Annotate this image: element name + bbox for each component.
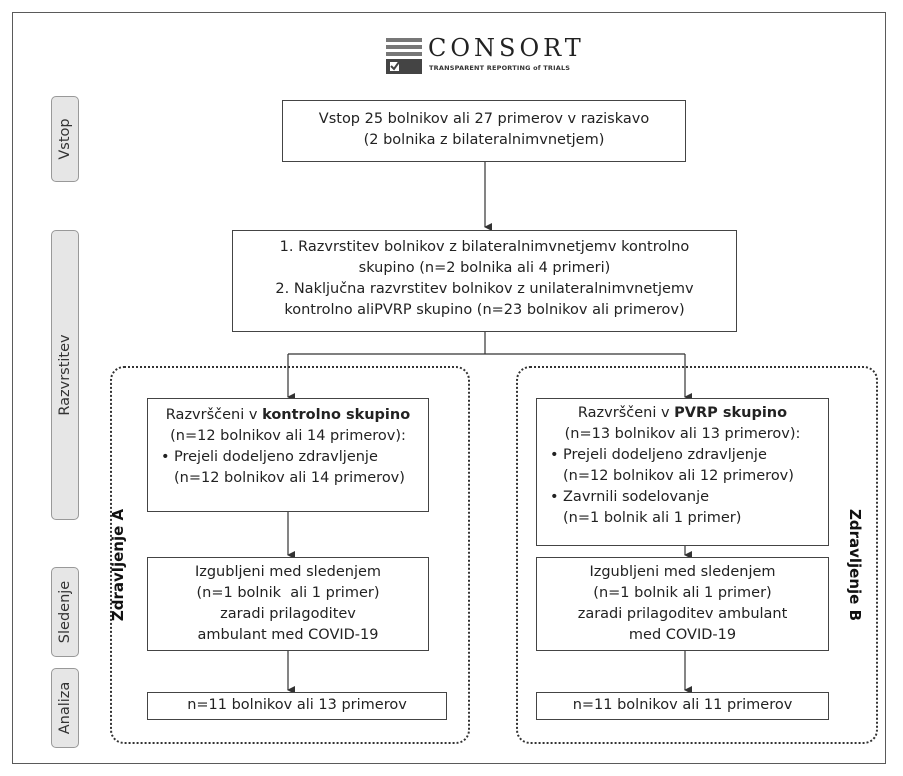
group-b-allocated-count: (n=13 bolnikov ali 13 primerov): (564, 426, 801, 442)
group-b-stopped: Zavrnili sodelovanje (563, 489, 710, 505)
entry-line-1: Vstop 25 bolnikov ali 27 primerov v razi… (318, 111, 650, 127)
consort-mark-icon (386, 38, 422, 74)
group-b-stopped-count: (n=1 bolnik ali 1 primer) (563, 510, 742, 526)
stage-vstop: Vstop (51, 96, 79, 182)
allocation-box: 1. Razvrstitev bolnikov z bilateralnimvn… (232, 230, 737, 332)
group-b-analysis-box: n=11 bolnikov ali 11 primerov (536, 692, 829, 720)
group-b-allocated-list: Prejeli dodeljeno zdravljenje (n=12 boln… (545, 445, 820, 529)
group-a-lost-box: Izgubljeni med sledenjem (n=1 bolnik ali… (147, 557, 429, 651)
group-a-analysis-box: n=11 bolnikov ali 13 primerov (147, 692, 447, 720)
group-a-received: Prejeli dodeljeno zdravljenje (174, 449, 378, 465)
group-a-analysis: n=11 bolnikov ali 13 primerov (187, 697, 407, 713)
group-a-allocated-list: Prejeli dodeljeno zdravljenje (n=12 boln… (156, 447, 420, 489)
group-a-container (110, 366, 470, 744)
group-a-allocated-count: (n=12 bolnikov ali 14 primerov): (170, 428, 406, 444)
group-a-allocated-heading: Razvrščeni v kontrolno skupino (165, 407, 411, 423)
consort-logo-name: CONSORT (428, 34, 585, 62)
consort-logo: CONSORT TRANSPARENT REPORTING of TRIALS (386, 34, 586, 80)
group-b-received-count: (n=12 bolnikov ali 12 primerov) (563, 468, 794, 484)
list-item: Prejeli dodeljeno zdravljenje (n=12 boln… (161, 447, 420, 489)
stage-razvrstitev: Razvrstitev (51, 230, 79, 520)
group-a-lost-title: Izgubljeni med sledenjem (194, 564, 382, 580)
group-b-lost-box: Izgubljeni med sledenjem (n=1 bolnik ali… (536, 557, 829, 651)
allocation-line-4: kontrolno aliPVRP skupino (n=23 bolnikov… (284, 302, 685, 318)
entry-line-2: (2 bolnika z bilateralnimvnetjem) (363, 132, 605, 148)
stage-analiza: Analiza (51, 668, 79, 748)
allocation-line-3: 2. Naključna razvrstitev bolnikov z unil… (275, 281, 694, 297)
group-a-lost-reason-2: ambulant med COVID-19 (197, 627, 379, 643)
group-a-received-count: (n=12 bolnikov ali 14 primerov) (174, 470, 405, 486)
group-b-container (516, 366, 878, 744)
group-b-received: Prejeli dodeljeno zdravljenje (563, 447, 767, 463)
group-b-analysis: n=11 bolnikov ali 11 primerov (572, 697, 793, 713)
group-b-lost-reason-2: med COVID-19 (628, 627, 737, 643)
group-b-allocated-box: Razvrščeni v PVRP skupino (n=13 bolnikov… (536, 398, 829, 546)
allocation-line-1: 1. Razvrstitev bolnikov z bilateralnimvn… (279, 239, 690, 255)
diagram-frame (12, 12, 886, 764)
group-b-lost-title: Izgubljeni med sledenjem (589, 564, 776, 580)
list-item: Zavrnili sodelovanje (n=1 bolnik ali 1 p… (550, 487, 820, 529)
consort-logo-tagline: TRANSPARENT REPORTING of TRIALS (429, 64, 571, 72)
group-a-lost-reason-1: zaradi prilagoditev (220, 606, 356, 622)
stage-sledenje: Sledenje (51, 567, 79, 657)
group-b-lost-reason-1: zaradi prilagoditev ambulant (577, 606, 788, 622)
list-item: Prejeli dodeljeno zdravljenje (n=12 boln… (550, 445, 820, 487)
group-a-name: kontrolno skupino (262, 407, 411, 423)
group-b-name: PVRP skupino (674, 405, 788, 421)
entry-box: Vstop 25 bolnikov ali 27 primerov v razi… (282, 100, 686, 162)
group-b-lost-count: (n=1 bolnik ali 1 primer) (593, 585, 772, 601)
group-a-lost-count: (n=1 bolnik ali 1 primer) (196, 585, 380, 601)
group-b-allocated-heading: Razvrščeni v PVRP skupino (577, 405, 788, 421)
group-a-allocated-box: Razvrščeni v kontrolno skupino (n=12 bol… (147, 398, 429, 512)
allocation-line-2: skupino (n=2 bolnika ali 4 primeri) (358, 260, 611, 276)
